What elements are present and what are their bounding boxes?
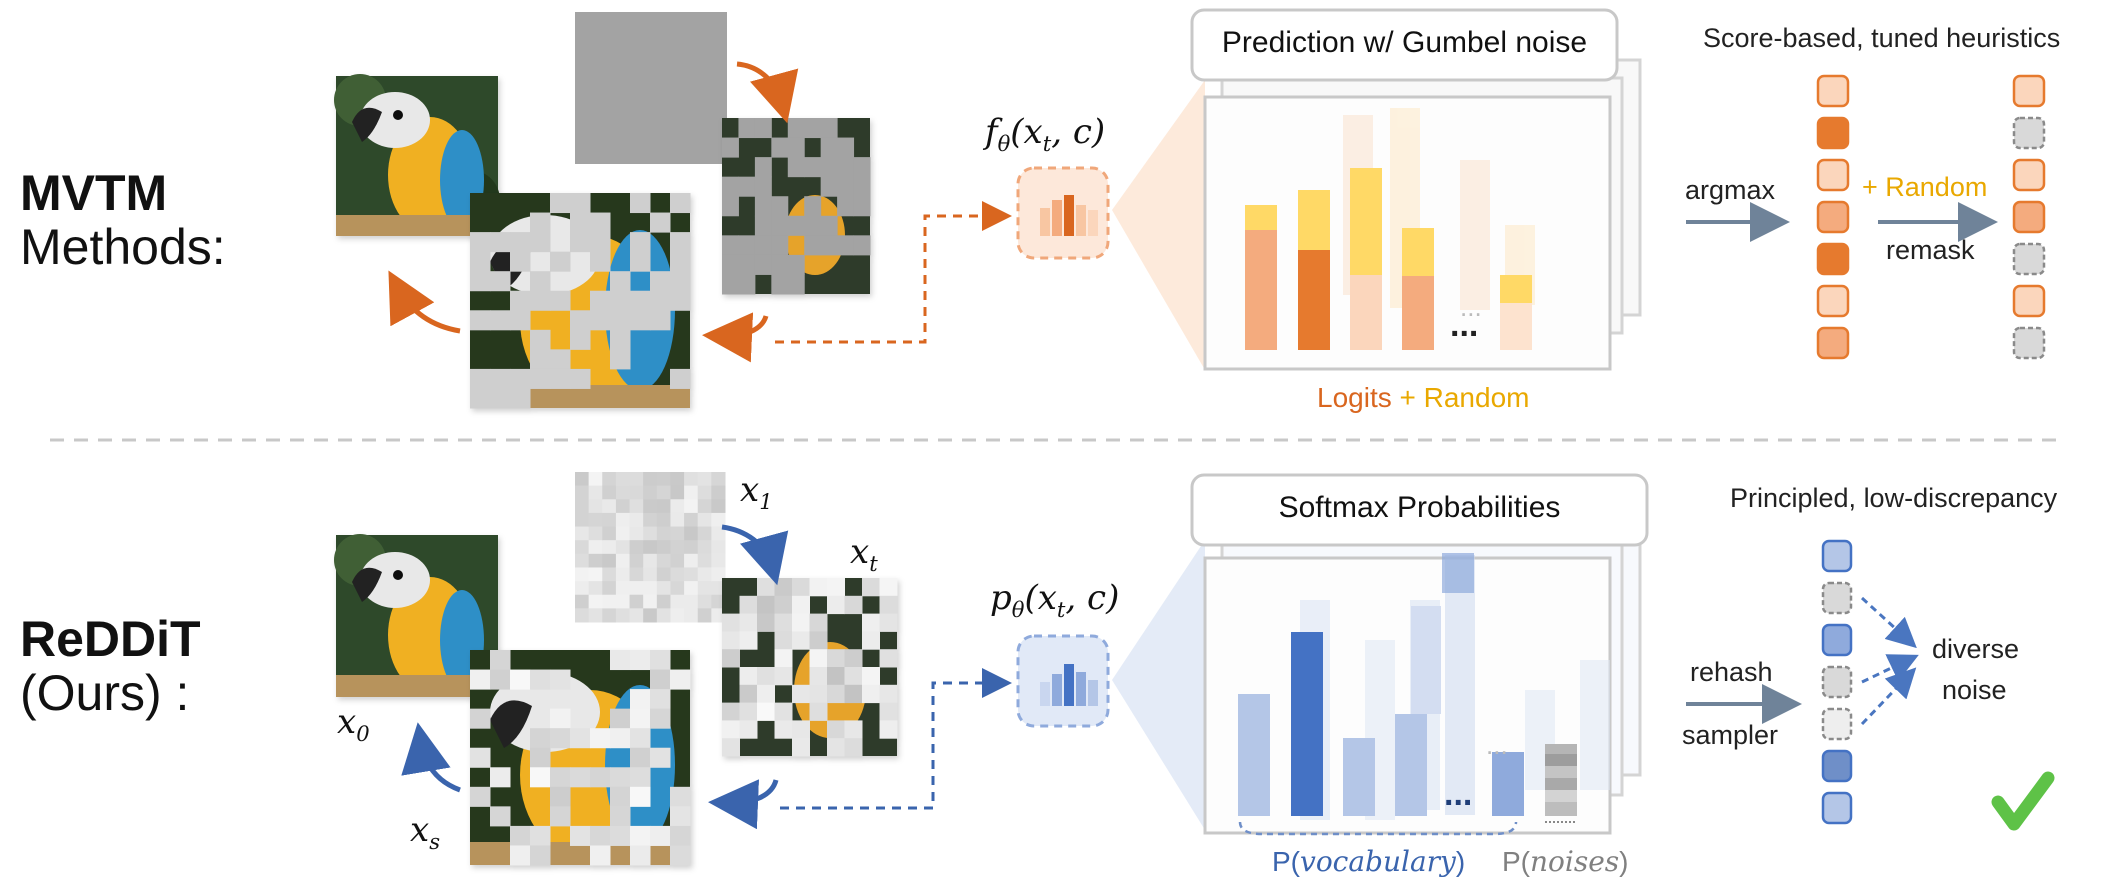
model-icon-top bbox=[1016, 166, 1110, 260]
prediction-panel-title: Prediction w/ Gumbel noise bbox=[1221, 26, 1588, 59]
model-function-label-bottom: pθ(xt, c) bbox=[990, 578, 1120, 622]
check-icon bbox=[1991, 771, 2055, 831]
model-function-label-top: fθ(xt, c) bbox=[985, 112, 1106, 156]
xt-label: xt bbox=[850, 532, 878, 576]
arrow-mask-to-mid-top bbox=[736, 61, 799, 124]
intermediate-masked-image-top bbox=[722, 118, 871, 295]
sampler-label: sampler bbox=[1682, 720, 1779, 750]
diverse-label: diverse bbox=[1932, 634, 2020, 664]
token-column-remask bbox=[2012, 74, 2046, 360]
logit-bars-top bbox=[1245, 168, 1532, 350]
dashed-arrow-to-model-top bbox=[775, 201, 1012, 344]
parrot-image-bottom bbox=[334, 534, 498, 697]
partially-noised-image-bottom bbox=[470, 650, 691, 866]
partially-masked-image-top bbox=[470, 193, 691, 409]
ellipsis-bottom-ghost: ... bbox=[1486, 730, 1508, 760]
ellipsis-bottom: ... bbox=[1444, 775, 1473, 813]
heuristic-title: Score-based, tuned heuristics bbox=[1703, 23, 2061, 53]
noise-image-x1 bbox=[575, 472, 726, 623]
intermediate-noised-image-bottom bbox=[722, 578, 898, 757]
random-label: + Random bbox=[1862, 172, 1988, 202]
softmax-panel-title: Softmax Probabilities bbox=[1278, 491, 1561, 524]
token-column-argmax bbox=[1816, 74, 1850, 360]
arrow-mid-to-noised-bottom bbox=[708, 779, 779, 830]
x0-label: x0 bbox=[337, 702, 370, 746]
ellipsis-top: ... bbox=[1450, 306, 1479, 344]
arrow-noised-to-clean-bottom bbox=[401, 722, 461, 793]
reddit-title: ReDDiT bbox=[20, 611, 201, 667]
diverse-arrow-2 bbox=[1861, 654, 1919, 684]
fully-masked-image bbox=[575, 12, 727, 164]
remask-label: remask bbox=[1886, 235, 1975, 265]
projection-fan-top bbox=[1112, 80, 1205, 370]
diverse-arrow-3 bbox=[1860, 667, 1917, 726]
mvtm-title: MVTM bbox=[20, 165, 168, 221]
arrow-noise-to-mid-bottom bbox=[721, 524, 789, 586]
arrow-mid-to-masked-top bbox=[702, 312, 769, 363]
xs-label: xs bbox=[410, 810, 441, 854]
token-column-rehash bbox=[1821, 539, 1853, 825]
model-icon-bottom bbox=[1016, 634, 1110, 728]
vocabulary-probability-label: P(vocabulary) bbox=[1272, 845, 1466, 878]
x1-label: x1 bbox=[740, 470, 773, 514]
rehash-label: rehash bbox=[1690, 657, 1773, 687]
ellipsis-top-ghost: ... bbox=[1460, 292, 1482, 322]
probability-bars-bottom bbox=[1238, 606, 1577, 823]
reddit-subtitle: (Ours) : bbox=[20, 665, 190, 721]
arrow-masked-to-clean-top bbox=[388, 270, 461, 334]
projection-fan-bottom bbox=[1112, 540, 1205, 830]
vocabulary-bracket bbox=[1238, 821, 1518, 836]
dashed-arrow-to-model-bottom bbox=[780, 668, 1012, 810]
noise-label: noise bbox=[1942, 675, 2007, 705]
noises-probability-label: P(noises) bbox=[1502, 845, 1629, 878]
principled-title: Principled, low-discrepancy bbox=[1730, 483, 2058, 513]
mvtm-subtitle: Methods: bbox=[20, 219, 226, 275]
tall-background-bar bbox=[1442, 553, 1474, 593]
diverse-arrow-1 bbox=[1860, 596, 1917, 649]
logits-random-label: Logits + Random bbox=[1317, 382, 1530, 413]
argmax-label: argmax bbox=[1685, 175, 1776, 205]
